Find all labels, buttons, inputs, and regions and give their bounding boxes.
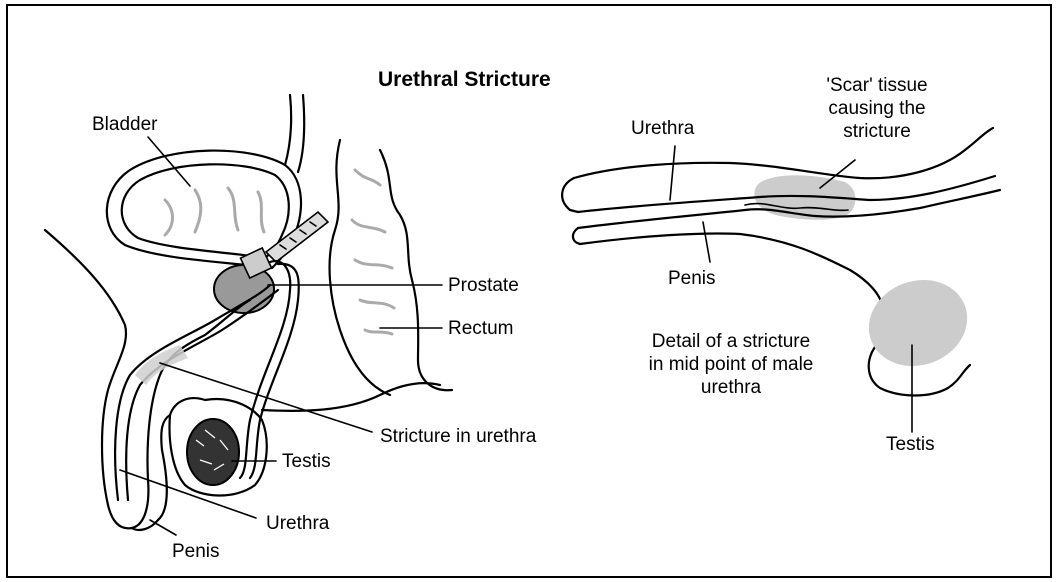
label-penis-right: Penis xyxy=(668,268,716,289)
label-detail-line2: in mid point of male xyxy=(649,354,814,375)
label-scar-line3: stricture xyxy=(843,121,911,142)
label-penis-left: Penis xyxy=(172,541,220,562)
label-urethra-right: Urethra xyxy=(631,118,695,139)
label-stricture-in-urethra: Stricture in urethra xyxy=(380,426,537,447)
label-bladder: Bladder xyxy=(92,114,158,135)
label-urethra-left: Urethra xyxy=(266,513,330,534)
diagram-title: Urethral Stricture xyxy=(378,68,551,91)
bladder-inner xyxy=(122,164,289,258)
rectum-outer-front xyxy=(330,140,390,395)
label-prostate: Prostate xyxy=(448,275,519,296)
label-rectum: Rectum xyxy=(448,318,513,339)
label-scar-line2: causing the xyxy=(828,98,925,119)
abdominal-wall xyxy=(45,230,132,528)
label-detail-line1: Detail of a stricture xyxy=(652,331,810,352)
label-testis-left: Testis xyxy=(282,451,331,472)
left-leader-lines xyxy=(120,137,442,535)
testis-right-gland xyxy=(857,266,980,379)
rectum-outer-back xyxy=(380,150,452,390)
label-detail-line3: urethra xyxy=(701,377,762,398)
label-scar-line1: 'Scar' tissue xyxy=(826,75,927,96)
left-anatomy xyxy=(45,95,452,530)
testis-left-gland xyxy=(187,419,239,485)
label-testis-right: Testis xyxy=(886,434,935,455)
